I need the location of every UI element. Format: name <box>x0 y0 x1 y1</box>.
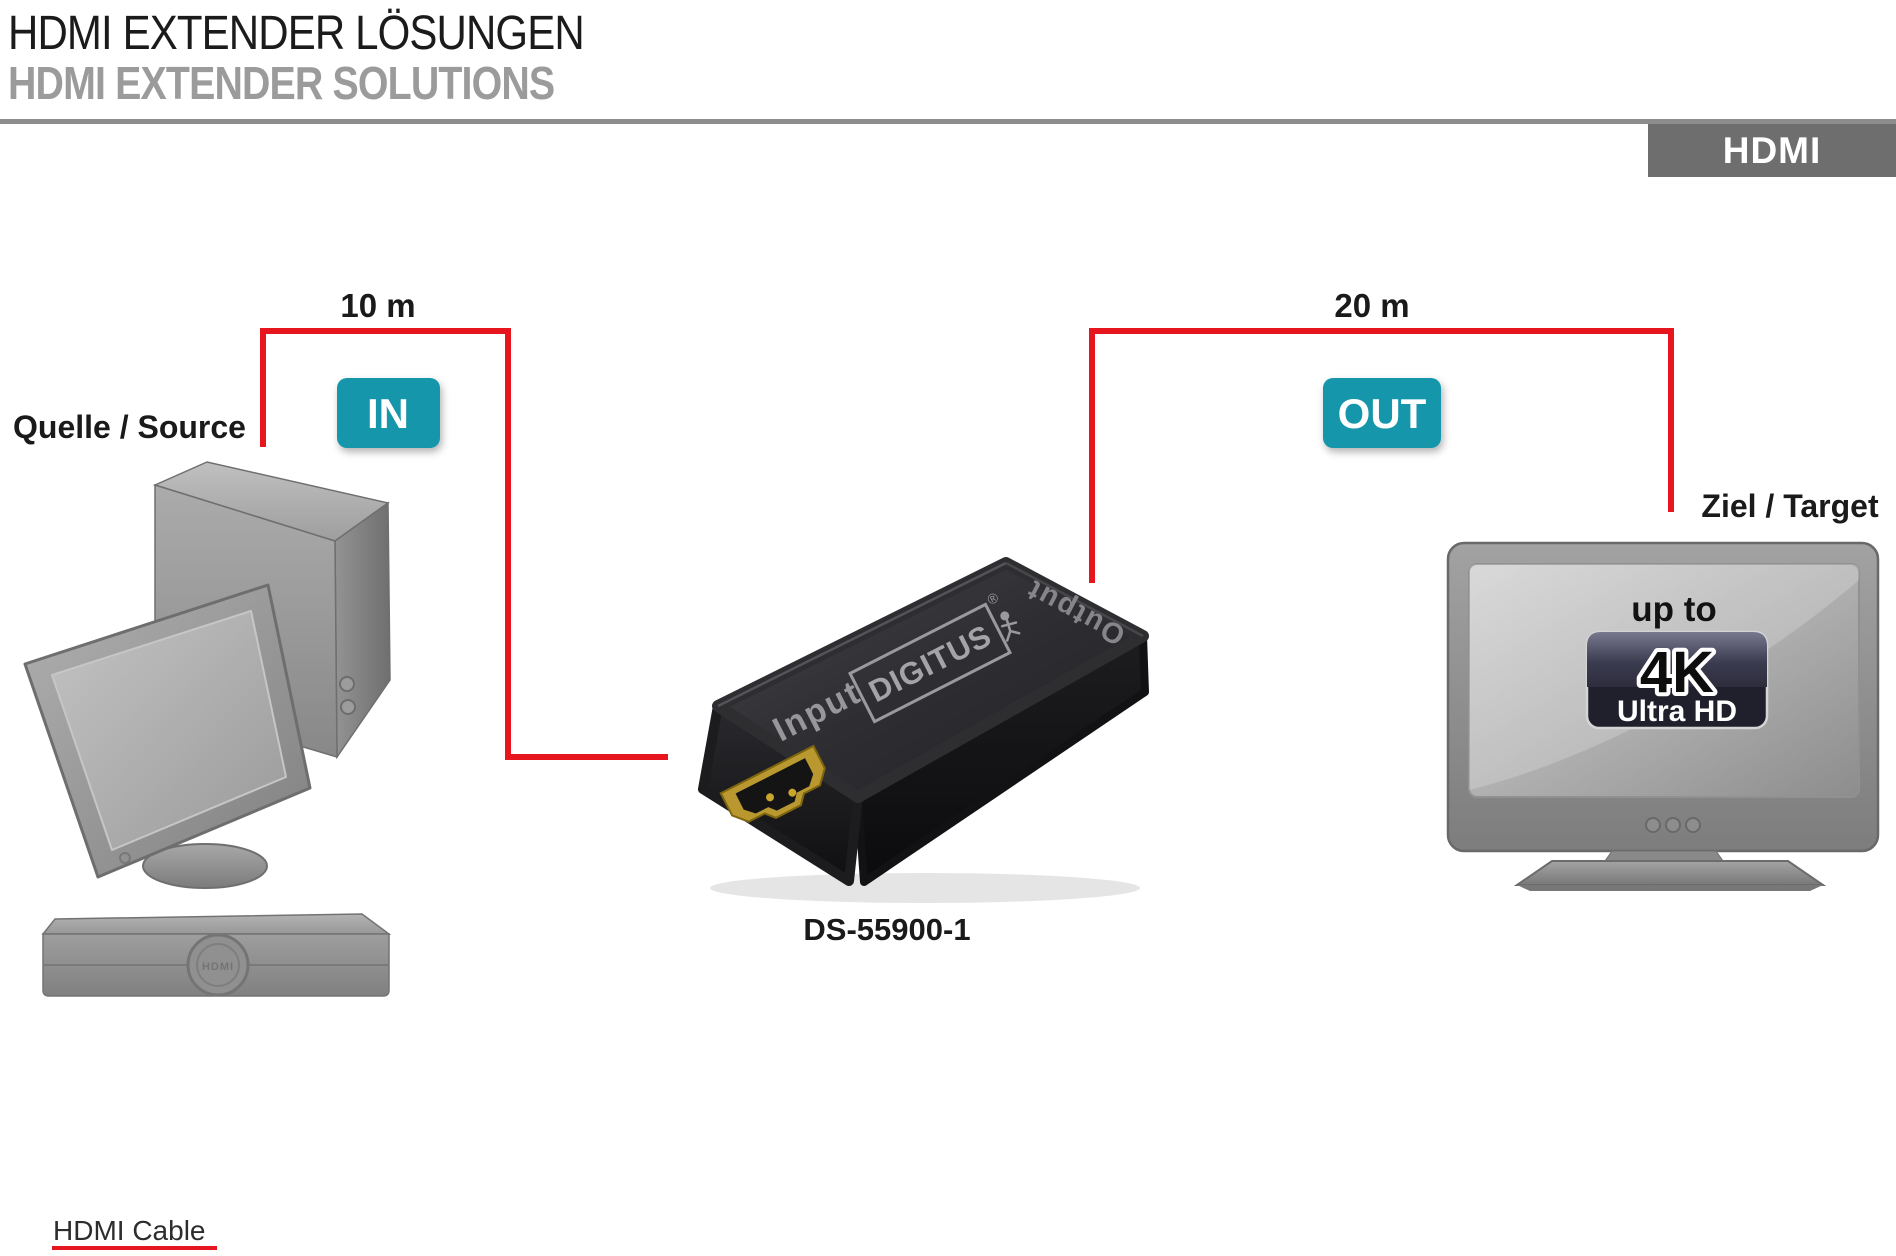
hdmi-input-port <box>719 744 826 823</box>
hdmi-repeater-device: Input Output DIGITUS ® <box>698 557 1149 903</box>
out-badge-label: OUT <box>1338 390 1427 437</box>
in-badge-label: IN <box>367 390 409 437</box>
monitor-stand-base <box>142 843 268 889</box>
cable-legend-underline <box>52 1246 217 1250</box>
in-badge: IN <box>337 378 440 448</box>
runner-figure-icon <box>1000 611 1021 642</box>
tv-4k-ultra-hd-badge: 4K Ultra HD <box>1585 630 1769 730</box>
header-divider <box>0 119 1896 124</box>
device-model-label: DS-55900-1 <box>803 912 970 947</box>
cable-legend: HDMI Cable <box>52 1215 217 1250</box>
target-tv: up to 4K Ultra HD <box>1446 541 1880 891</box>
source-monitor <box>23 583 312 879</box>
cable-in-path <box>260 328 668 760</box>
tv-4k-label: 4K <box>1640 640 1714 705</box>
cable-legend-label: HDMI Cable <box>53 1215 205 1246</box>
source-label: Quelle / Source <box>13 409 246 445</box>
cable-out-length-label: 20 m <box>1334 287 1409 324</box>
page-subtitle: HDMI EXTENDER SOLUTIONS <box>8 57 555 109</box>
tv-ultra-hd-label: Ultra HD <box>1617 695 1737 728</box>
monitor-button-icon <box>119 852 131 864</box>
source-media-player: HDMI <box>41 913 392 997</box>
target-label: Ziel / Target <box>1701 488 1879 524</box>
page-title: HDMI EXTENDER LÖSUNGEN <box>8 7 585 60</box>
tower-button-icon <box>340 699 356 715</box>
out-badge: OUT <box>1323 378 1441 448</box>
tv-up-to-label: up to <box>1631 590 1717 629</box>
player-emblem-label: HDMI <box>202 961 234 973</box>
cable-in-length-label: 10 m <box>340 287 415 324</box>
hdmi-category-badge: HDMI <box>1648 124 1896 177</box>
tv-stand-neck <box>1604 850 1724 862</box>
tv-stand-base <box>1513 860 1827 886</box>
tv-stand-base-skirt <box>1517 885 1823 891</box>
tv-control-buttons <box>1645 817 1701 833</box>
tower-button-icon <box>339 676 355 692</box>
cable-out-path <box>1089 328 1674 583</box>
